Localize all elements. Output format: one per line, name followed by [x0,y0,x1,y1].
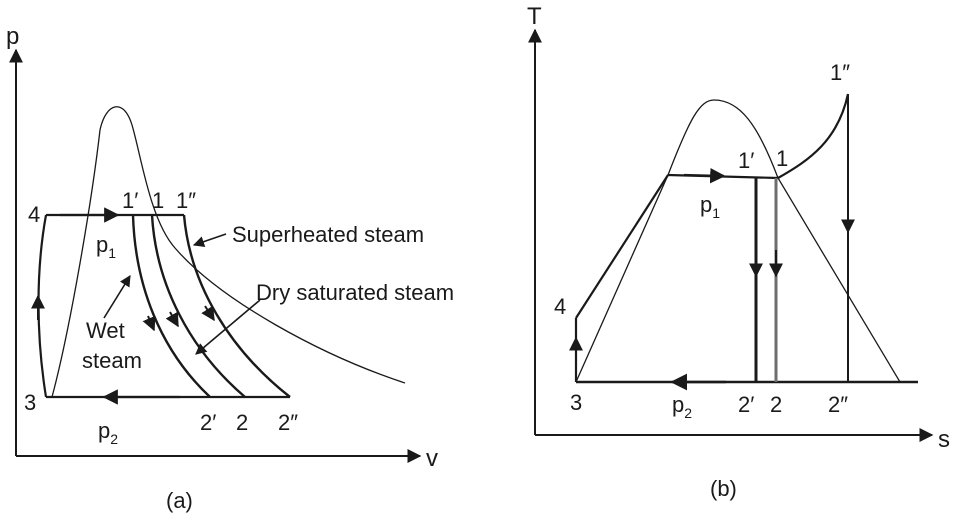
pv-arrow-1pp-2pp [201,305,215,322]
ts-label-2pp: 2″ [828,392,848,417]
ts-x-axis-label: s [938,426,950,453]
pv-label-2: 2 [236,410,248,435]
annotation-steam: steam [82,348,142,373]
annotation-dry-saturated-steam: Dry saturated steam [256,280,454,305]
ts-y-axis-label: T [527,3,542,30]
pv-label-p1: p1 [96,232,116,261]
pv-label-1pp: 1″ [176,188,196,213]
pointer-wet-steam [103,275,131,319]
ts-label-p1: p1 [700,192,720,221]
pv-label-1: 1 [152,188,164,213]
ts-saturation-dome [575,99,901,383]
ts-diagram: T s 1″ 1′ 1 4 3 2′ 2 2″ p1 p2 (b) [527,3,950,501]
pv-expansion-1pp-2pp [182,214,291,398]
pv-diagram: p v 4 3 1′ 1 1″ 2′ 2 2″ p1 p2 [6,23,454,513]
ts-arrow-p1 [683,167,726,184]
pointer-dry-saturated [195,299,261,355]
pv-label-1p: 1′ [122,188,138,213]
ts-line-4-a [575,174,669,319]
annotation-wet: Wet [86,318,125,343]
pv-expansion-1p-2p [131,214,211,398]
pv-label-2pp: 2″ [278,410,298,435]
ts-label-1pp: 1″ [830,60,850,85]
pv-saturation-dome [51,106,406,398]
ts-label-p2: p2 [672,392,692,421]
ts-label-4: 4 [554,294,566,319]
pv-y-axis-label: p [6,23,19,50]
pv-label-3: 3 [24,390,36,415]
ts-label-1p: 1′ [738,148,754,173]
ts-label-2: 2 [770,392,782,417]
ts-superheat-curve [777,93,850,179]
ts-label-3: 3 [570,390,582,415]
ts-label-2p: 2′ [738,392,754,417]
pv-arrow-1p-2p [142,315,156,332]
pv-x-axis-label: v [426,445,438,472]
pv-label-p2: p2 [98,418,118,447]
pv-label-4: 4 [28,202,40,227]
pv-label-2p: 2′ [200,410,216,435]
pv-arrow-1-2 [165,311,179,328]
pointer-superheated [192,233,227,248]
pv-line-3-4 [37,214,48,398]
annotation-superheated-steam: Superheated steam [232,222,424,247]
ts-caption: (b) [710,476,737,501]
pv-caption: (a) [166,488,193,513]
pv-expansion-1-2 [150,214,246,398]
ts-label-1: 1 [776,146,788,171]
